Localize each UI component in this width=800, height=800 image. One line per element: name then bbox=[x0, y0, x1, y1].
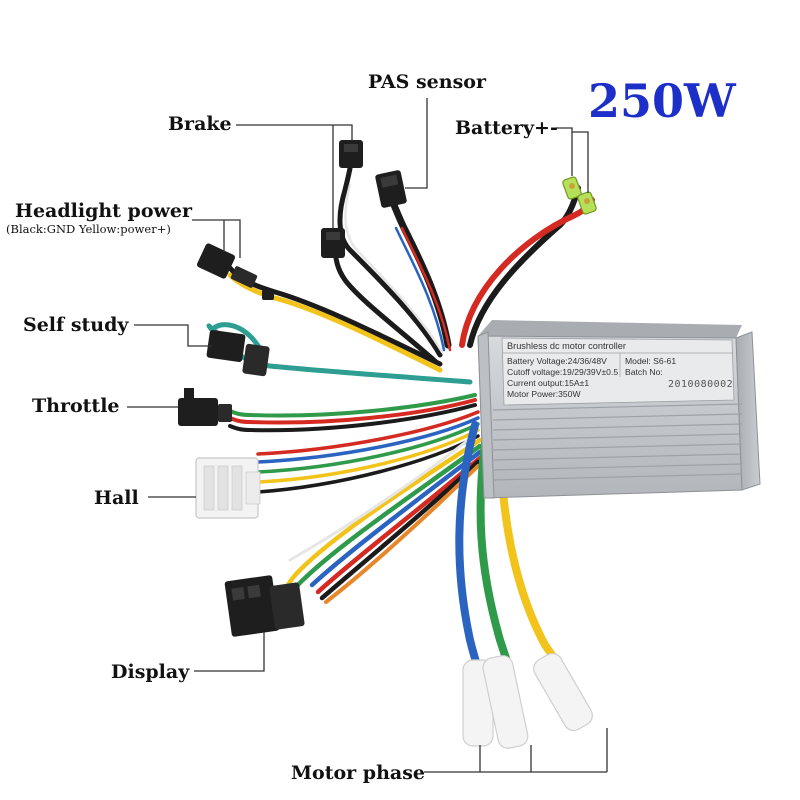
power-rating: 250W bbox=[588, 74, 737, 128]
hall-black-wire bbox=[256, 434, 480, 494]
hall-green-wire bbox=[256, 422, 480, 474]
label-brake: Brake bbox=[168, 113, 232, 135]
label-self-study: Self study bbox=[23, 314, 129, 336]
self-study-leader bbox=[134, 324, 212, 347]
pas-red-strand bbox=[400, 226, 452, 352]
motor-controller: Brushless dc motor controller Battery Vo… bbox=[477, 320, 761, 499]
label-battery: Battery+- bbox=[455, 117, 558, 139]
label-throttle: Throttle bbox=[32, 395, 120, 417]
display-black-wire bbox=[319, 459, 481, 601]
controller-current-output: Current output:15A±1 bbox=[507, 378, 589, 388]
headlight-yellow-wire bbox=[227, 272, 443, 373]
battery-leader-a bbox=[556, 127, 573, 176]
controller-battery-voltage: Battery Voltage:24/36/48V bbox=[507, 356, 607, 366]
controller-end-cap bbox=[735, 331, 761, 491]
brake-leader-top bbox=[236, 124, 353, 140]
pas-blue-strand bbox=[394, 226, 446, 352]
hall-red-wire bbox=[256, 410, 480, 456]
leader-lines bbox=[127, 98, 608, 773]
controller-model: Model: S6-61 bbox=[625, 356, 676, 366]
brake-cable-lower bbox=[332, 242, 439, 365]
battery-leader-b bbox=[572, 131, 589, 193]
label-display: Display bbox=[111, 661, 190, 683]
throttle-green-wire bbox=[228, 393, 477, 418]
self-study-connector bbox=[206, 330, 270, 377]
label-pas-sensor: PAS sensor bbox=[368, 71, 487, 93]
label-motor-phase: Motor phase bbox=[291, 762, 425, 784]
throttle-red-wire bbox=[228, 398, 477, 425]
headlight-connector bbox=[196, 243, 274, 300]
pas-connector bbox=[375, 170, 407, 208]
motor-phase-connectors bbox=[462, 652, 593, 749]
controller-flange bbox=[477, 331, 495, 499]
display-connector bbox=[224, 575, 305, 637]
label-hall: Hall bbox=[94, 487, 139, 509]
headlight-leader bbox=[192, 219, 241, 258]
controller-batch-number: 2010080002 bbox=[668, 379, 733, 390]
display-orange-wire bbox=[324, 464, 480, 604]
controller-label-plate bbox=[501, 337, 735, 406]
self-study-wire bbox=[225, 342, 473, 385]
connectors bbox=[178, 140, 597, 749]
hall-blue-wire bbox=[256, 416, 480, 464]
label-headlight-power: Headlight power bbox=[15, 200, 193, 222]
controller-fins bbox=[492, 403, 743, 481]
throttle-connector bbox=[178, 388, 232, 426]
display-leader bbox=[194, 632, 265, 672]
battery-terminals bbox=[562, 176, 597, 215]
controller-batch-label: Batch No: bbox=[625, 367, 663, 377]
controller-motor-power: Motor Power:350W bbox=[507, 389, 581, 399]
label-headlight-note: (Black:GND Yellow:power+) bbox=[6, 222, 171, 236]
brake-connectors bbox=[321, 140, 363, 258]
controller-top-edge bbox=[478, 320, 742, 338]
display-white-wire bbox=[288, 432, 478, 562]
hall-connector bbox=[195, 457, 261, 519]
callout-labels: 250W PAS sensor Brake Battery+- Headligh… bbox=[6, 71, 737, 784]
battery-negative-wire bbox=[467, 185, 581, 348]
display-red-wire bbox=[315, 455, 483, 595]
pas-leader bbox=[405, 98, 428, 189]
throttle-black-wire bbox=[228, 403, 477, 433]
controller-title: Brushless dc motor controller bbox=[507, 341, 626, 351]
brake-white-strand bbox=[344, 183, 444, 354]
display-blue-wire bbox=[309, 449, 483, 588]
controller-cutoff-voltage: Cutoff voltage:19/29/39V±0.5 bbox=[507, 367, 618, 377]
hall-yellow-wire bbox=[256, 428, 480, 484]
